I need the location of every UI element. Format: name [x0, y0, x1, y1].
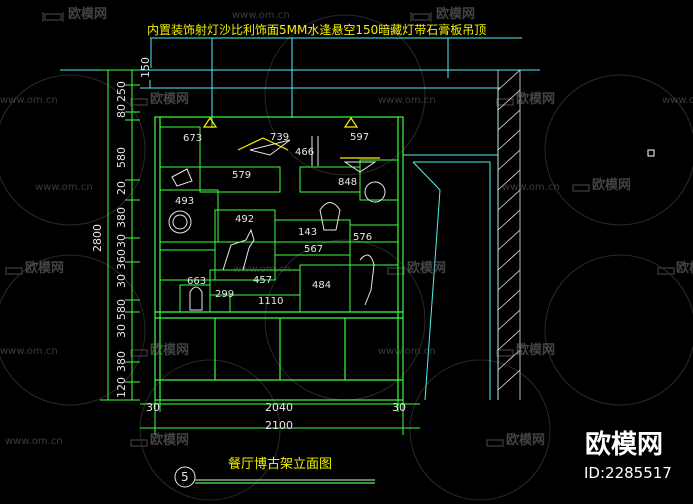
wall-hatch — [497, 69, 521, 400]
dim-v-5: 20 — [115, 181, 128, 195]
watermark-brand-4: 欧模网 — [516, 92, 556, 107]
shelf-label-14: 484 — [312, 280, 332, 291]
dim-total-height: 2800 — [91, 224, 104, 252]
shelf-label-6: 848 — [338, 177, 358, 188]
spotlight-icons — [202, 116, 380, 159]
watermark-url-8: www.om.cn — [0, 346, 58, 357]
drawing-title: 餐厅博古架立面图 — [228, 457, 333, 472]
dim-v-13: 120 — [115, 377, 128, 398]
dim-v-4: 580 — [115, 147, 128, 168]
watermark-brand-10: 欧模网 — [516, 343, 556, 358]
shelf-label-1: 673 — [183, 133, 203, 144]
view-number: 5 — [181, 470, 189, 484]
watermark-url-3: www.om.cn — [378, 95, 436, 106]
dim-v-6: 380 — [115, 207, 128, 228]
watermark-brand-8: 欧模网 — [676, 261, 693, 276]
shelf-label-15: 299 — [215, 289, 235, 300]
dim-v-8: 360 — [115, 249, 128, 270]
dim-bottom-right: 30 — [392, 401, 406, 414]
dim-bottom-left: 30 — [146, 401, 160, 414]
watermark-brand-7: 欧模网 — [407, 261, 447, 276]
brand-id: ID:2285517 — [584, 464, 672, 482]
watermark-brand-2: 欧模网 — [436, 7, 476, 22]
watermark-brand-11: 欧模网 — [150, 433, 190, 448]
watermark-brand-5: 欧模网 — [592, 178, 632, 193]
shelf-label-13: 663 — [187, 276, 207, 287]
watermark-url-1: www.om.cn — [232, 10, 290, 21]
dim-v-12: 380 — [115, 351, 128, 372]
vertical-dimension-chain — [100, 69, 140, 401]
dim-v-11: 30 — [115, 324, 128, 338]
watermark-brand-3: 欧模网 — [150, 92, 190, 107]
shelf-label-2: 739 — [270, 132, 290, 143]
ceiling-note: 内置装饰射灯沙比利饰面5MM水逢悬空150暗藏灯带石膏板吊顶 — [147, 23, 487, 37]
dim-v-3: 80 — [115, 104, 128, 118]
watermark-brand-1: 欧模网 — [68, 7, 108, 22]
shelf-label-3: 597 — [350, 132, 370, 143]
watermark-url-10: www.om.cn — [5, 436, 63, 447]
dim-v-1: 150 — [139, 57, 152, 78]
watermark-url-2: www.om.cn — [0, 95, 58, 106]
shelf-grid — [159, 126, 399, 313]
watermark-brand-6: 欧模网 — [25, 261, 65, 276]
shelf-label-10: 143 — [298, 227, 318, 238]
shelf-label-8: 492 — [235, 214, 255, 225]
cabinet-frame — [154, 116, 404, 401]
title-marker — [174, 466, 375, 488]
shelf-label-12: 457 — [253, 275, 273, 286]
dim-v-9: 30 — [115, 274, 128, 288]
dim-bottom-middle: 2040 — [265, 401, 293, 414]
watermark-url-6: www.om.cn — [502, 182, 560, 193]
watermark-brand-9: 欧模网 — [150, 343, 190, 358]
shelf-label-11: 567 — [304, 244, 324, 255]
watermark-brand-12: 欧模网 — [506, 433, 546, 448]
dim-v-7: 30 — [115, 234, 128, 248]
dim-v-2: 250 — [115, 81, 128, 102]
dim-total-width: 2100 — [265, 419, 293, 432]
shelf-label-4: 466 — [295, 147, 315, 158]
shelf-label-7: 493 — [175, 196, 195, 207]
shelf-label-5: 579 — [232, 170, 252, 181]
watermark-url-7: www.om.cn — [233, 264, 291, 275]
watermark-url-4: www.om.cn — [662, 95, 693, 106]
decor-objects — [168, 136, 386, 311]
dim-v-10: 580 — [115, 299, 128, 320]
shelf-label-16: 1110 — [258, 296, 284, 307]
note-leader-lines — [150, 37, 522, 128]
watermark-url-9: www.om.cn — [378, 346, 436, 357]
bottom-dimension-lines — [140, 398, 420, 435]
selection-grip — [647, 149, 655, 157]
shelf-label-9: 576 — [353, 232, 373, 243]
watermark-url-5: www.om.cn — [35, 182, 93, 193]
brand-logo-text: 欧模网 — [585, 430, 664, 460]
watermark-logo-icons — [5, 12, 675, 447]
